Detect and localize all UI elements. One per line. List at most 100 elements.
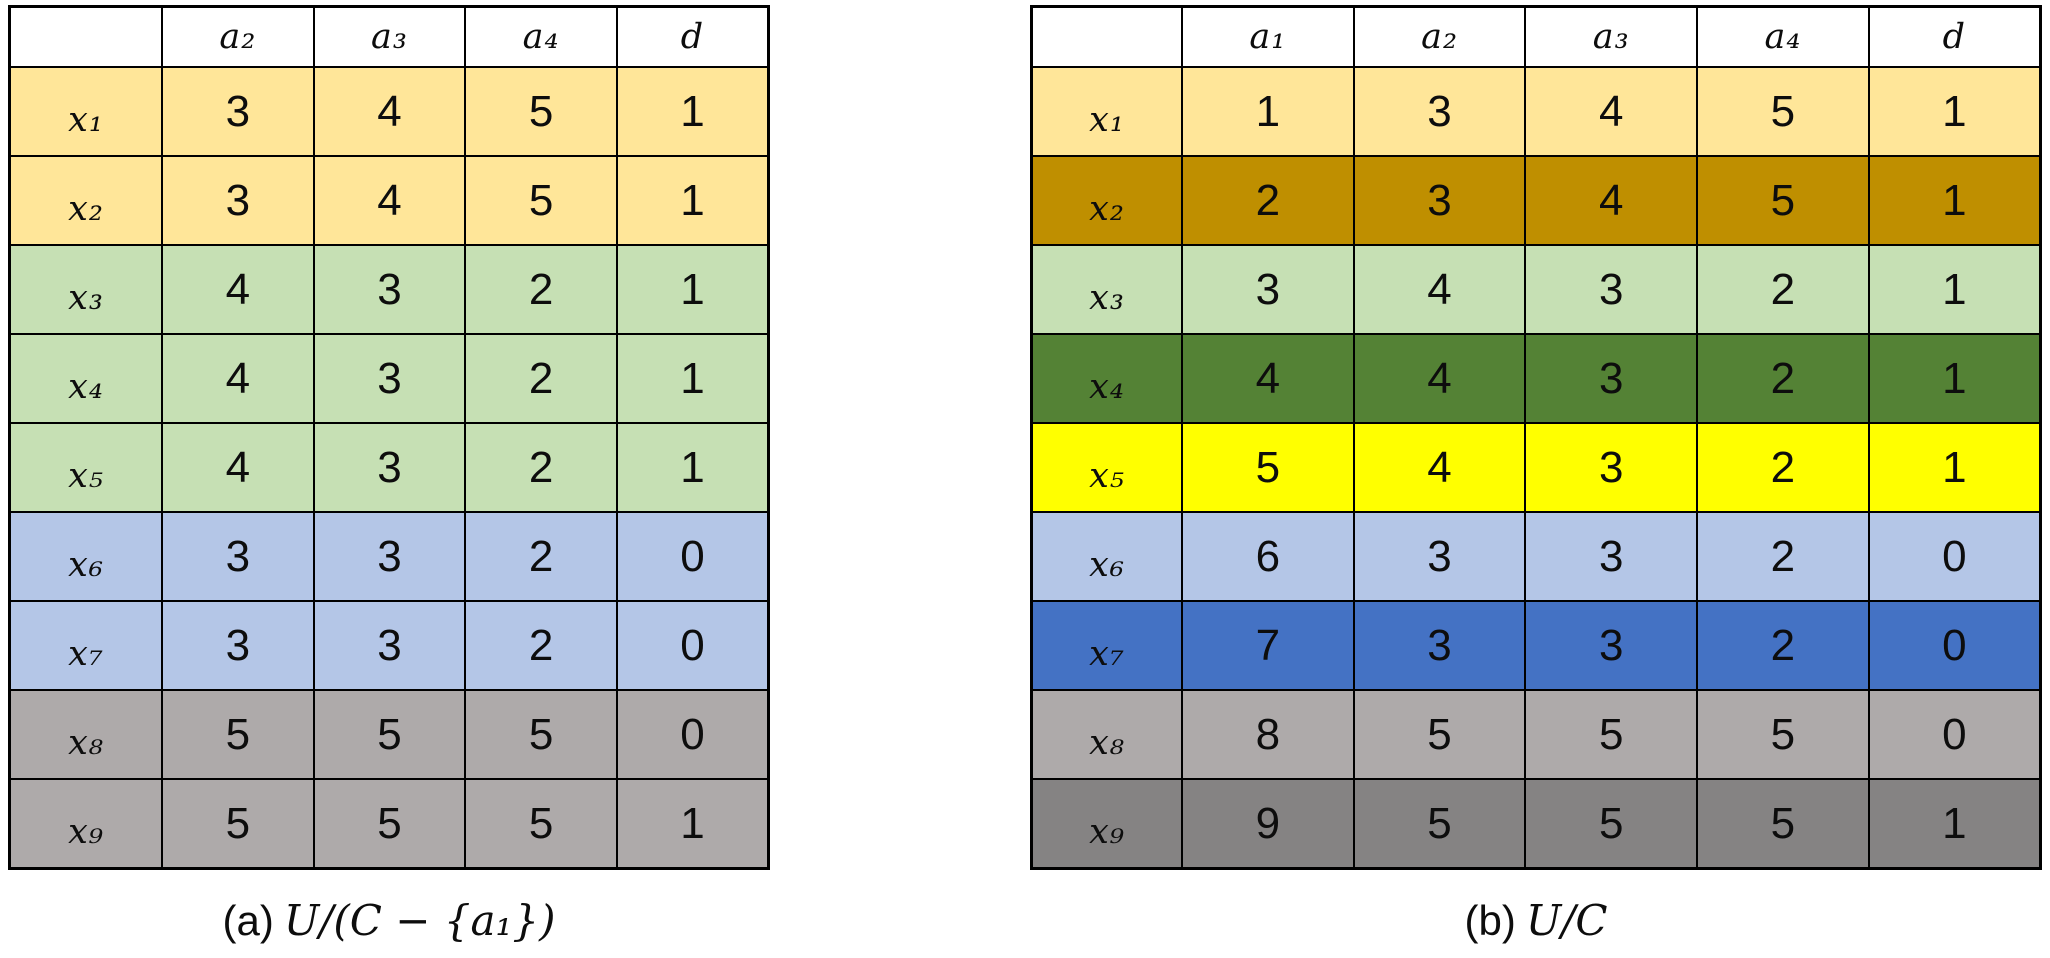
column-header-0: a₂ [161, 5, 315, 68]
table-cell: 3 [1524, 422, 1699, 513]
column-header-3: d [615, 5, 770, 68]
row-label: x₃ [1089, 277, 1125, 318]
row-label-cell: x₉ [1030, 778, 1183, 870]
table-cell: 4 [1524, 155, 1699, 246]
column-header-label: d [1942, 17, 1967, 57]
caption-b: (b)U/C [1030, 896, 2042, 945]
corner-cell [1030, 5, 1183, 68]
table-cell: 5 [312, 689, 467, 780]
row-label-cell: x₂ [8, 155, 163, 246]
table-cell: 3 [1524, 600, 1699, 691]
table-cell: 1 [615, 778, 770, 870]
table-cell: 5 [1696, 155, 1870, 246]
column-header-1: a₃ [312, 5, 467, 68]
row-label-cell: x₃ [1030, 244, 1183, 335]
table-cell: 1 [615, 66, 770, 157]
table-cell: 0 [1867, 600, 2042, 691]
column-header-label: a₃ [1592, 17, 1630, 57]
table-cell: 4 [1181, 333, 1355, 424]
table-cell: 0 [615, 689, 770, 780]
row-label-cell: x₅ [1030, 422, 1183, 513]
table-cell: 3 [161, 511, 315, 602]
table-cell: 4 [1352, 422, 1527, 513]
table-cell: 5 [1696, 778, 1870, 870]
column-header-label: a₂ [1421, 17, 1458, 57]
caption-b-math: U/C [1525, 896, 1608, 945]
table-cell: 4 [161, 333, 315, 424]
row-label-cell: x₁ [8, 66, 163, 157]
row-label-cell: x₈ [1030, 689, 1183, 780]
table-cell: 5 [1524, 689, 1699, 780]
table-cell: 3 [1181, 244, 1355, 335]
row-label: x₁ [1089, 99, 1125, 140]
table-cell: 1 [1867, 422, 2042, 513]
table-cell: 2 [464, 333, 618, 424]
table-cell: 3 [312, 422, 467, 513]
column-header-label: a₃ [370, 17, 408, 57]
row-label: x₄ [1089, 366, 1125, 407]
table-cell: 1 [615, 244, 770, 335]
row-label: x₉ [68, 811, 104, 852]
table-cell: 4 [1352, 333, 1527, 424]
table-cell: 4 [312, 66, 467, 157]
row-label-cell: x₁ [1030, 66, 1183, 157]
column-header-label: a₄ [522, 17, 560, 57]
table-cell: 7 [1181, 600, 1355, 691]
table-cell: 2 [1696, 244, 1870, 335]
row-label: x₆ [1089, 544, 1125, 585]
row-label: x₃ [68, 277, 104, 318]
row-label: x₅ [68, 455, 104, 496]
row-label-cell: x₇ [1030, 600, 1183, 691]
column-header-2: a₄ [464, 5, 618, 68]
row-label: x₆ [68, 544, 104, 585]
table-cell: 1 [1181, 66, 1355, 157]
table-cell: 9 [1181, 778, 1355, 870]
column-header-0: a₁ [1181, 5, 1355, 68]
table-cell: 2 [1696, 333, 1870, 424]
table-cell: 5 [161, 689, 315, 780]
table-cell: 5 [1696, 66, 1870, 157]
column-header-label: a₂ [219, 17, 257, 57]
row-label: x₅ [1089, 455, 1125, 496]
column-header-2: a₃ [1524, 5, 1699, 68]
row-label: x₇ [1089, 633, 1125, 674]
column-header-label: a₄ [1764, 17, 1802, 57]
row-label: x₈ [1089, 722, 1125, 763]
table-cell: 3 [1352, 66, 1527, 157]
row-label-cell: x₄ [8, 333, 163, 424]
table-cell: 5 [464, 689, 618, 780]
table-cell: 3 [161, 66, 315, 157]
row-label-cell: x₂ [1030, 155, 1183, 246]
caption-a: (a)U/(C − {a₁}) [8, 896, 770, 945]
table-cell: 2 [464, 422, 618, 513]
row-label-cell: x₈ [8, 689, 163, 780]
caption-a-prefix: (a) [222, 897, 274, 944]
table-cell: 5 [1696, 689, 1870, 780]
header-row: a₁ a₂ a₃ a₄ d [1030, 5, 2042, 68]
row-label: x₁ [68, 99, 104, 140]
table-cell: 3 [1352, 511, 1527, 602]
table-cell: 3 [312, 511, 467, 602]
table-cell: 3 [1524, 244, 1699, 335]
table-cell: 5 [1524, 778, 1699, 870]
row-label-cell: x₆ [8, 511, 163, 602]
table-cell: 3 [1352, 155, 1527, 246]
table-cell: 2 [1696, 600, 1870, 691]
table-cell: 1 [615, 333, 770, 424]
table-cell: 3 [161, 600, 315, 691]
table-cell: 2 [1181, 155, 1355, 246]
table-cell: 4 [312, 155, 467, 246]
table-cell: 3 [1524, 333, 1699, 424]
